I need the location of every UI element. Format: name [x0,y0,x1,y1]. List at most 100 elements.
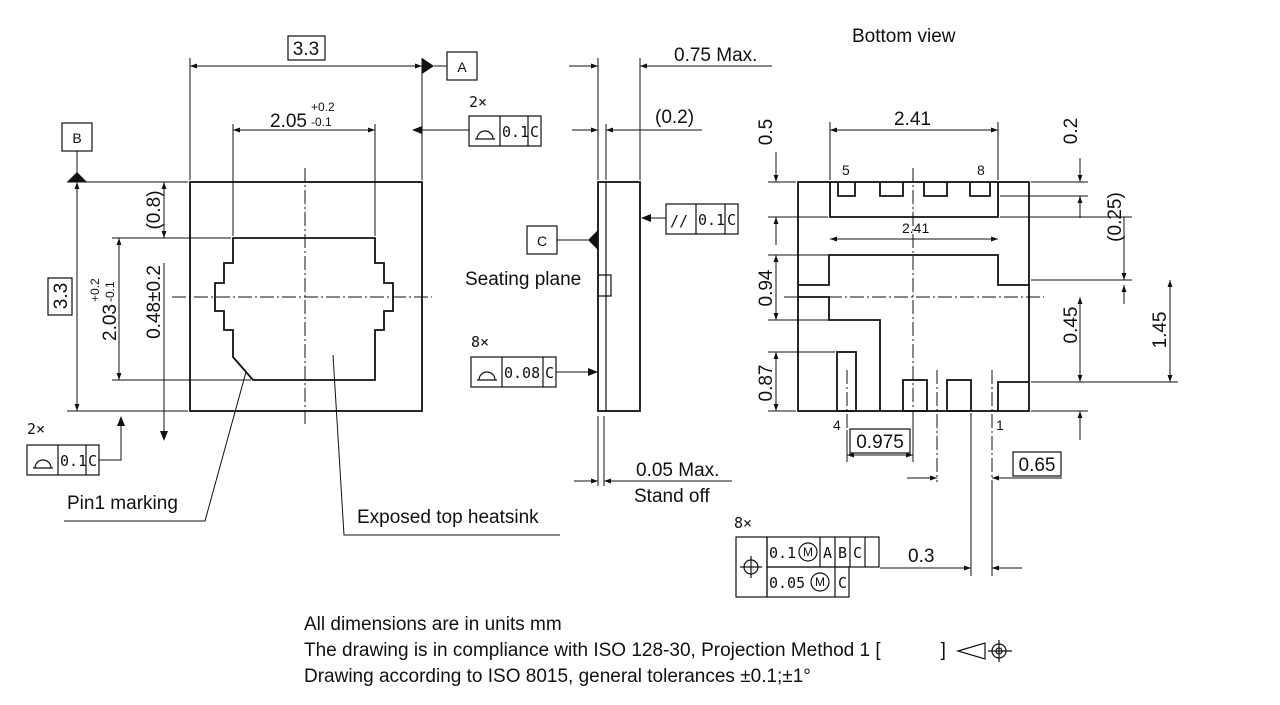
note-projection-close: ] [940,640,946,661]
note-projection: The drawing is in compliance with ISO 12… [304,638,946,664]
side-fcf-bottom-value: 0.08 [504,364,540,382]
pitch2-label: 0.65 [1019,455,1056,476]
mmc-icon [798,542,818,562]
top-fcf-count: 2× [27,420,45,438]
top-leads-outline [829,182,999,218]
drawing-notes: All dimensions are in units mm The drawi… [304,612,946,690]
pitch2-box [1012,451,1062,477]
surface-profile-icon [33,459,53,469]
lead-pad-3 [946,379,972,412]
bottom-view-title: Bottom view [852,26,956,47]
center-dim-arrow [160,431,168,441]
datum-a-triangle [422,58,434,74]
position-fcf-row1-mod: M [803,545,813,559]
top-height-box [47,277,73,316]
dim-145-label: 1.45 [1150,312,1171,349]
pad-height-label: 2.03 [100,304,121,341]
side-fcf-top-datum: C [530,123,539,141]
pad-height-tol-minus: -0.1 [103,281,117,302]
position-fcf-row2-value: 0.05 [769,574,805,592]
dim-094-label: 0.94 [756,269,777,306]
side-fcf-bottom-arrow [588,368,598,376]
parallel-frame [665,203,739,235]
offset-label: (0.8) [144,190,165,229]
dim-02-label: 0.2 [1061,118,1082,144]
position-fcf-count: 8× [734,514,752,532]
side-fcf-top-value: 0.1 [502,123,529,141]
projection-method-icon [955,640,1012,662]
pad-height-tol-plus: +0.2 [88,278,102,302]
top-height-label: 3.3 [51,283,72,309]
datum-b-triangle [67,172,87,182]
standoff-label: Stand off [634,486,710,507]
padw-label: 0.3 [908,546,934,567]
parallel-value: 0.1 [698,211,725,229]
position-fcf-row2-mod: M [815,575,825,589]
pad-width-label: 2.05 [270,111,307,132]
heatsink-outline [214,237,394,381]
top-width-box [287,35,326,61]
pin-5-label: 5 [842,162,850,178]
dim-045-label: 0.45 [1061,307,1082,344]
surface-profile-icon [475,130,495,140]
bottom-width-label: 2.41 [894,109,931,130]
pad-width-tol-plus: +0.2 [311,100,335,114]
bottom-view: Bottom view 5 8 4 1 2.41 2.41 0.5 [734,26,1178,598]
center-dim-label: 0.48±0.2 [144,265,165,339]
position-fcf-row1-datum-c: C [853,544,862,562]
position-fcf-row1-datum-a: A [823,544,832,562]
top-fcf-leader [99,418,122,461]
parallel-icon: // [670,212,688,230]
pin-8-label: 8 [977,162,985,178]
datum-c-triangle [588,230,598,250]
heatsink-leader [332,354,560,536]
side-fcf-top-count: 2× [469,93,487,111]
pad-width-tol-minus: -0.1 [311,115,332,129]
top-fcf-value: 0.1 [60,452,87,470]
lead-pad-2 [902,379,928,412]
position-icon [740,556,762,578]
pin-4-label: 4 [833,417,841,433]
pin-1-label: 1 [996,417,1004,433]
position-fcf-row2-datum: C [838,574,847,592]
mmc-icon [810,572,830,592]
standoff-value: 0.05 Max. [636,460,719,481]
side-fcf-bottom-count: 8× [471,333,489,351]
inner-width-label: 2.41 [902,220,929,236]
side-fcf-bottom-datum: C [545,364,554,382]
dim-05-label: 0.5 [756,119,777,145]
datum-c-label: C [537,233,547,249]
parallel-arrow [641,214,651,222]
side-seat-step [598,274,612,297]
dim-025-label: (0.25) [1105,192,1126,242]
paren-label: (0.2) [655,107,694,128]
pin1-leader [64,371,247,522]
side-view: 0.75 Max. (0.2) 2× 0.1 C // 0.1 C C Seat… [412,45,772,507]
datum-a-box [446,51,478,81]
top-fcf-datum: C [88,452,97,470]
note-projection-text: The drawing is in compliance with ISO 12… [304,640,881,661]
dim-087-label: 0.87 [756,365,777,402]
parallel-datum: C [727,211,736,229]
position-fcf-row1-value: 0.1 [769,544,796,562]
pitch-box [849,428,911,454]
max-height-label: 0.75 Max. [674,45,757,66]
side-fcf-top-frame [468,115,542,147]
top-view: 3.3 A 2.05 +0.2 -0.1 B 3.3 2.03 +0.2 -0.… [26,35,560,536]
top-width-label: 3.3 [293,39,319,60]
position-fcf-row2 [766,566,850,598]
note-units: All dimensions are in units mm [304,614,562,635]
side-fcf-top-arrow [412,126,422,134]
note-tolerances: Drawing according to ISO 8015, general t… [304,666,811,687]
surface-profile-icon [477,371,497,381]
datum-a-label: A [457,59,467,75]
heatsink-label: Exposed top heatsink [357,507,539,528]
datum-b-label: B [72,130,81,146]
seating-plane-label: Seating plane [465,269,581,290]
pin1-label: Pin1 marking [67,493,178,514]
top-fcf-arrow [117,416,125,426]
position-fcf-row1-datum-b: B [838,544,847,562]
pitch-label: 0.975 [856,432,904,453]
bottom-pad-outline [798,254,1029,411]
